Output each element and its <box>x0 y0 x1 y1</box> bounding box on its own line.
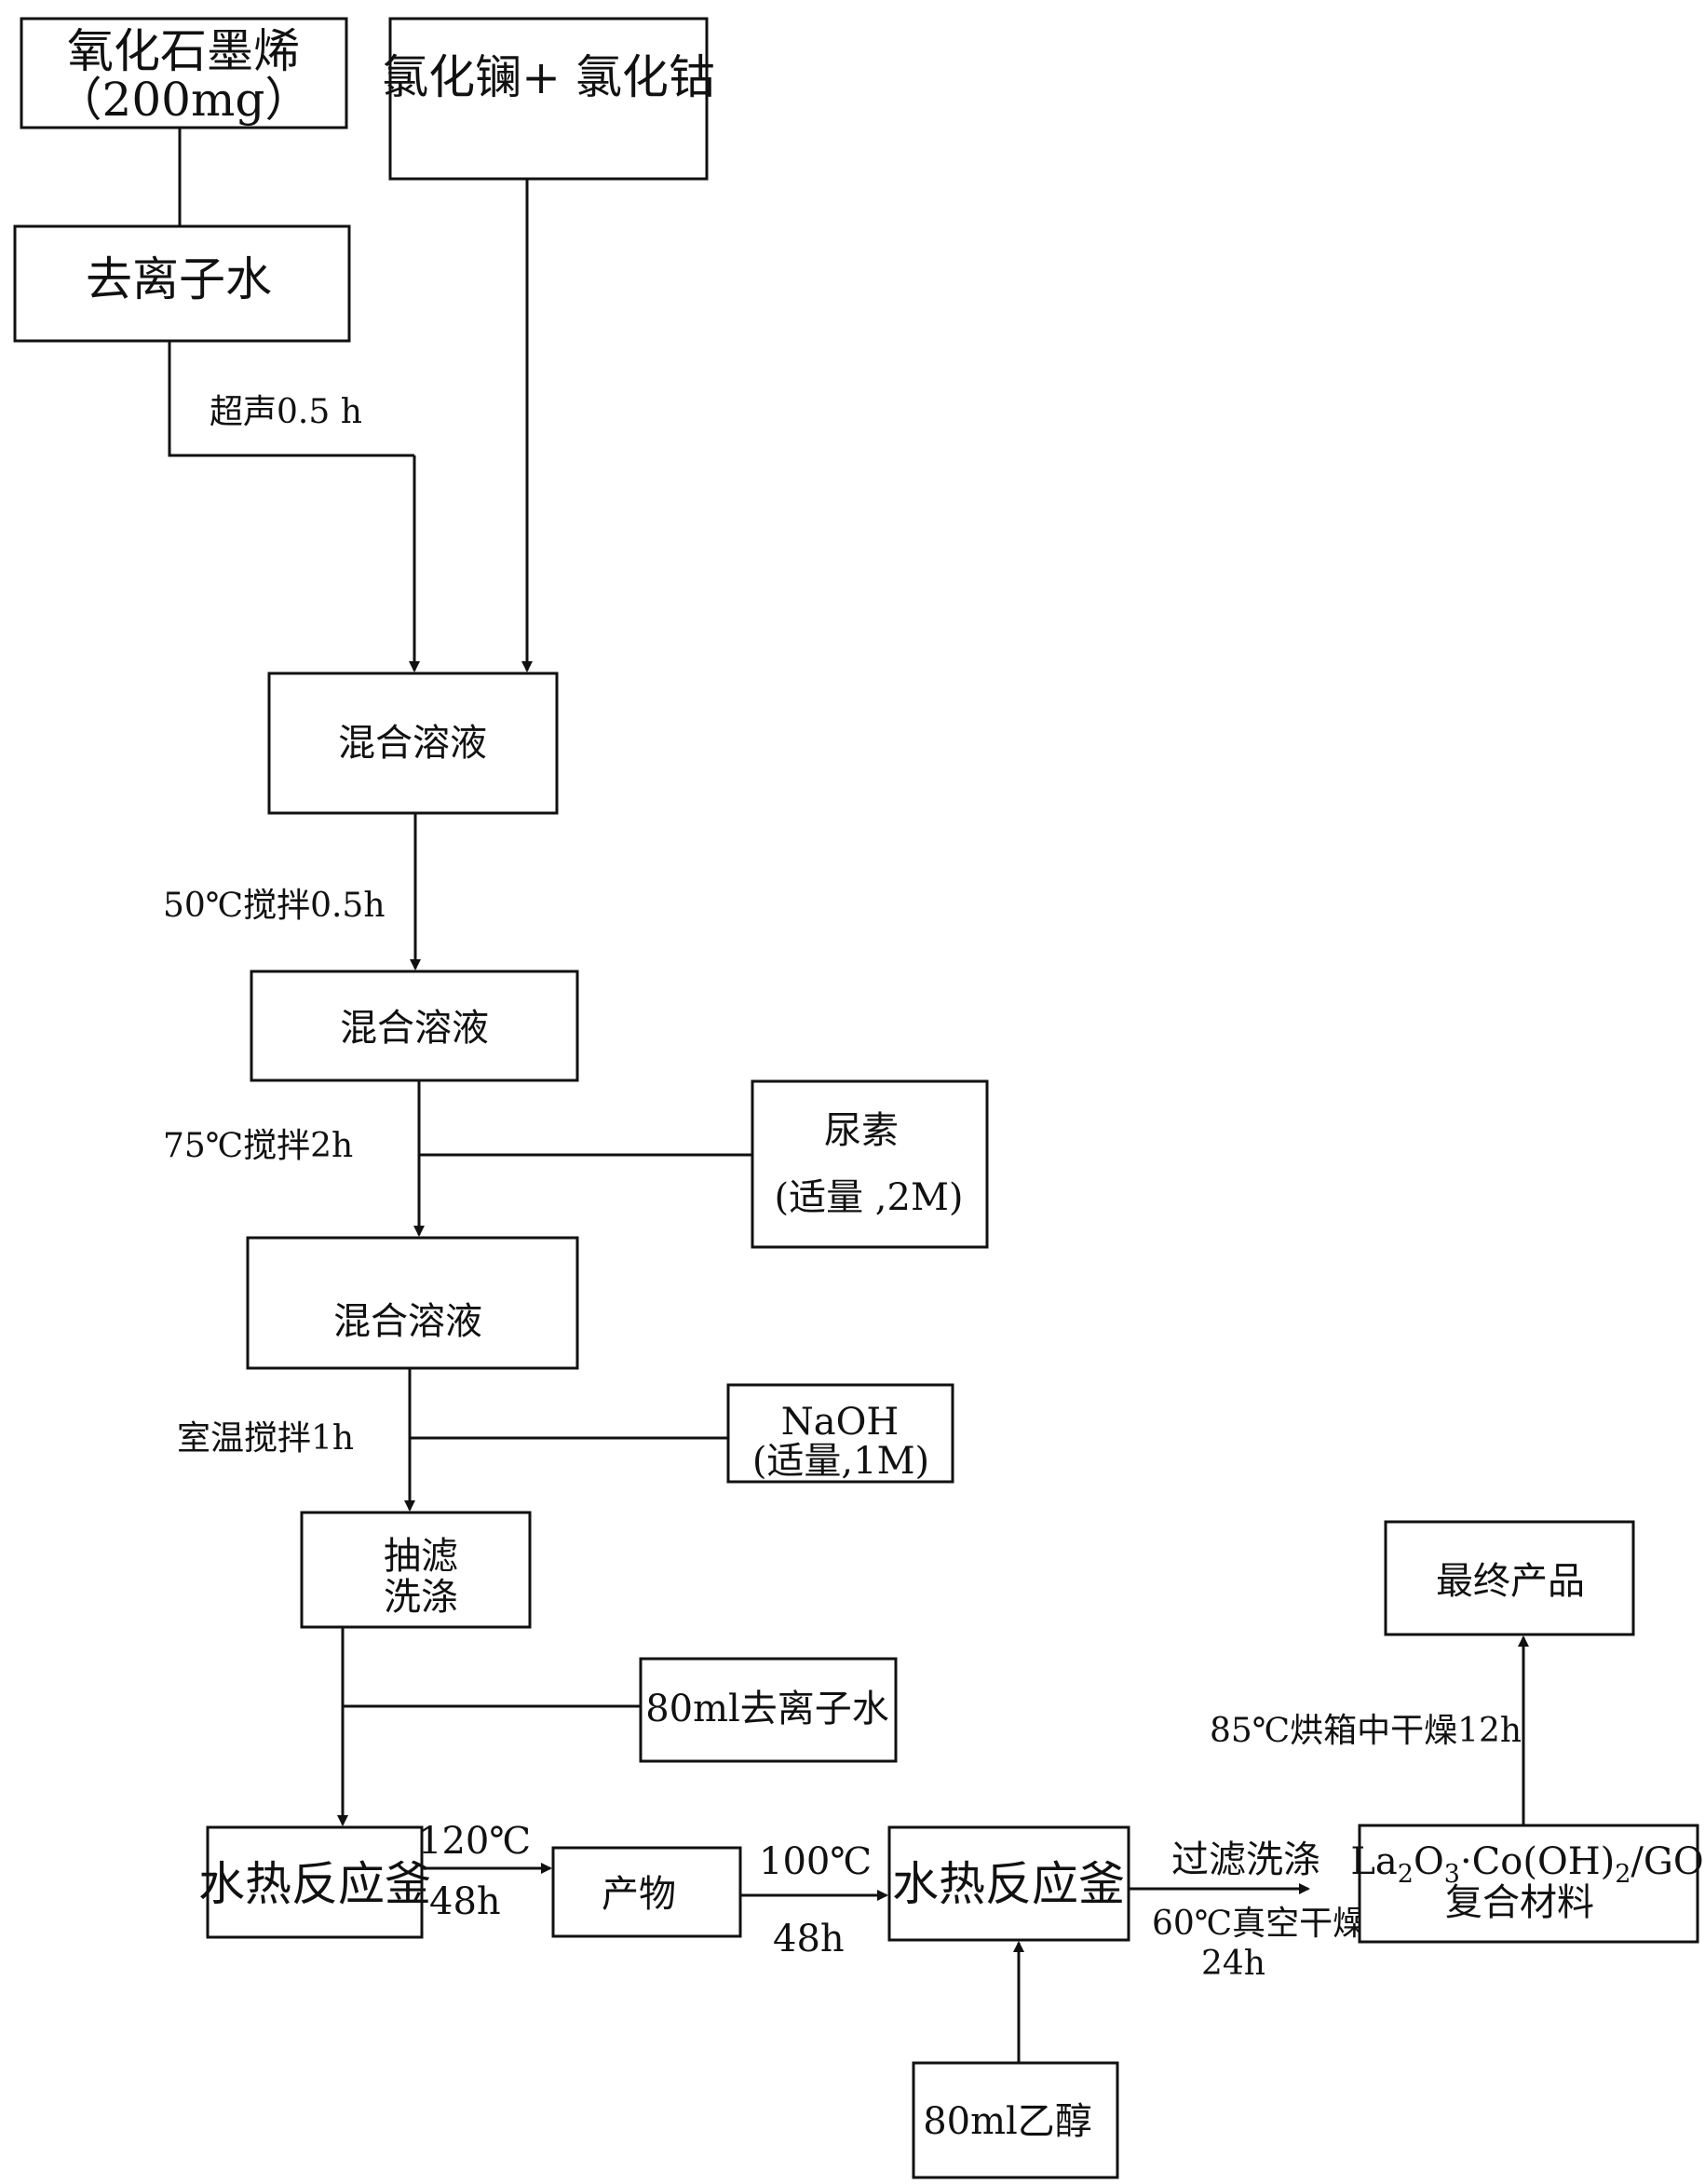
node-reactor-2-label: 水热反应釜 <box>892 1857 1125 1911</box>
node-reactor-1: 水热反应釜 <box>198 1825 431 1939</box>
label-vacuum-dry: 60℃真空干燥 <box>1152 1905 1366 1943</box>
edge-water-ultrasonic <box>168 341 414 457</box>
node-graphene-oxide-line2: （200mg） <box>56 73 312 127</box>
node-composite-formula: La2O3·Co(OH)2/GO <box>1350 1840 1703 1889</box>
label-oven-dry: 85℃烘箱中干燥12h <box>1210 1712 1522 1750</box>
node-filter-wash-line1: 抽滤 <box>384 1535 458 1578</box>
node-water-80ml: 80ml去离子水 <box>639 1657 898 1763</box>
node-final-product-label: 最终产品 <box>1436 1560 1585 1603</box>
label-time-48b: 48h <box>773 1918 845 1960</box>
label-stir-75: 75℃搅拌2h <box>163 1127 353 1165</box>
node-naoh-line1: NaOH <box>781 1401 900 1444</box>
node-product-label: 产物 <box>602 1873 676 1916</box>
node-deionized-water-label: 去离子水 <box>86 252 272 306</box>
node-urea: 尿素 (适量 ,2M) <box>751 1079 989 1249</box>
node-water-80ml-label: 80ml去离子水 <box>645 1688 889 1730</box>
node-urea-line1: 尿素 <box>824 1109 899 1152</box>
node-mix-solution-3: 混合溶液 <box>246 1236 579 1370</box>
node-lacl-cocl: 氯化镧+ 氯化钴 <box>382 17 715 181</box>
node-ethanol-80ml-label: 80ml乙醇 <box>923 2100 1092 2143</box>
label-time-24: 24h <box>1201 1945 1265 1983</box>
node-graphene-oxide-line1: 氧化石墨烯 <box>67 24 300 78</box>
node-reactor-2: 水热反应釜 <box>887 1825 1130 1942</box>
node-filter-wash: 抽滤 洗涤 <box>300 1511 532 1629</box>
node-final-product: 最终产品 <box>1384 1520 1635 1636</box>
label-stir-rt: 室温搅拌1h <box>177 1419 354 1458</box>
label-stir-50: 50℃搅拌0.5h <box>163 887 386 925</box>
node-lacl-cocl-label: 氯化镧+ 氯化钴 <box>382 50 715 104</box>
node-naoh: NaOH (适量,1M) <box>726 1383 954 1484</box>
node-filter-wash-line2: 洗涤 <box>384 1576 458 1619</box>
node-composite-line2: 复合材料 <box>1445 1881 1594 1924</box>
node-naoh-line2: (适量,1M) <box>752 1440 929 1483</box>
node-mix-solution-2: 混合溶液 <box>250 970 579 1082</box>
node-mix-solution-1: 混合溶液 <box>267 671 559 815</box>
node-graphene-oxide: 氧化石墨烯 （200mg） <box>20 17 348 129</box>
label-temp-100: 100℃ <box>759 1840 872 1883</box>
node-composite: La2O3·Co(OH)2/GO 复合材料 <box>1350 1824 1704 1944</box>
node-ethanol-80ml: 80ml乙醇 <box>912 2061 1119 2179</box>
label-filter-wash: 过滤洗涤 <box>1171 1838 1320 1881</box>
node-deionized-water: 去离子水 <box>13 224 351 343</box>
node-mix-solution-1-label: 混合溶液 <box>338 722 487 765</box>
node-urea-line2: (适量 ,2M) <box>774 1176 963 1219</box>
node-mix-solution-3-label: 混合溶液 <box>333 1300 482 1343</box>
node-product: 产物 <box>551 1846 742 1938</box>
node-reactor-1-label: 水热反应釜 <box>198 1857 431 1911</box>
label-ultrasonic: 超声0.5 h <box>210 393 362 431</box>
label-temp-120: 120℃ <box>418 1820 531 1863</box>
node-mix-solution-2-label: 混合溶液 <box>340 1007 489 1050</box>
label-time-48a: 48h <box>429 1880 501 1923</box>
